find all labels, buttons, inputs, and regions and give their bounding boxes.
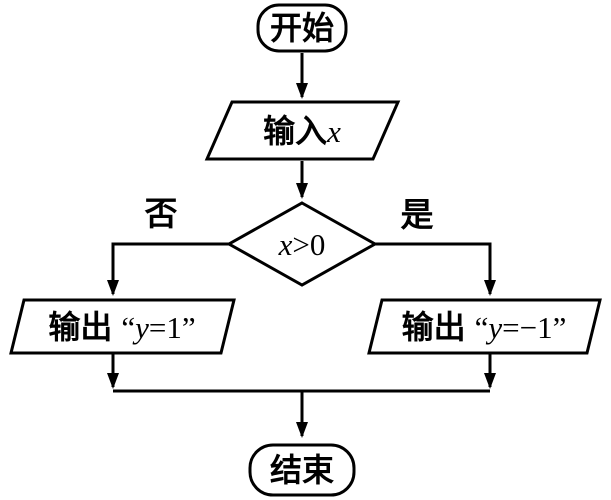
input-shape <box>204 100 401 161</box>
output-left-label: 输出“y=1” <box>48 309 195 345</box>
end-shape <box>248 443 356 497</box>
yes-branch-connector <box>375 242 496 296</box>
output-left-node: 输出“y=1” <box>9 298 236 355</box>
decision-label: x>0 <box>278 227 326 262</box>
no-branch-label: 否 <box>145 197 178 233</box>
start-node: 开始 <box>256 3 348 53</box>
output-right-shape <box>367 298 602 355</box>
start-label: 开始 <box>270 10 334 46</box>
start-shape <box>256 3 348 53</box>
yes-branch-label: 是 <box>401 198 434 234</box>
decision-shape <box>225 201 379 287</box>
output-left-shape <box>9 298 236 355</box>
no-branch-connector <box>107 242 229 296</box>
input-node: 输入x <box>204 100 401 161</box>
output-right-node: 输出“y=−1” <box>367 298 602 355</box>
input-label: 输入x <box>263 113 341 149</box>
end-label: 结束 <box>270 452 334 488</box>
decision-node: x>0 <box>225 201 379 287</box>
end-node: 结束 <box>248 443 356 497</box>
output-right-label: 输出“y=−1” <box>402 309 567 345</box>
